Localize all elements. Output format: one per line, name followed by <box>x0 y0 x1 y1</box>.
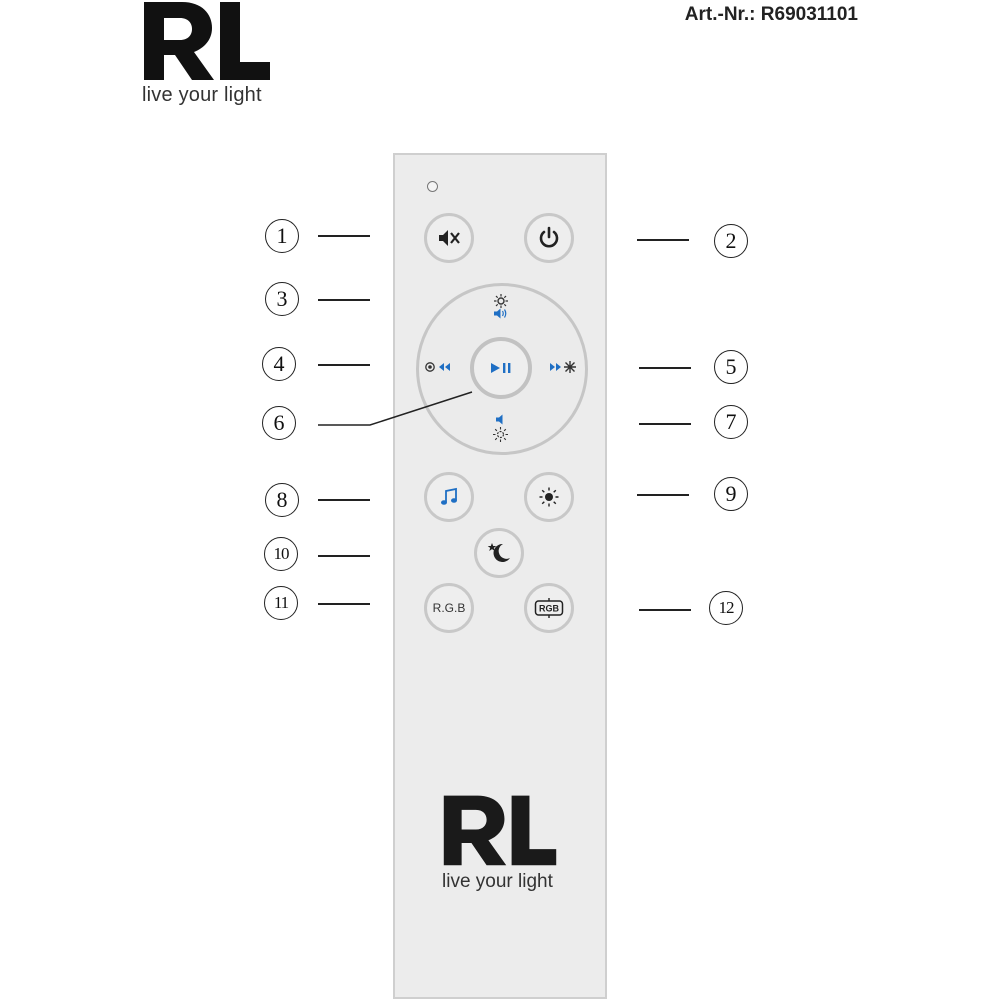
rgb-cycle-icon: RGB <box>534 598 564 618</box>
callout-2: 2 <box>714 224 748 258</box>
callout-7: 7 <box>714 405 748 439</box>
callout-1: 1 <box>265 219 299 253</box>
night-mode-button[interactable] <box>474 528 524 578</box>
mute-button[interactable] <box>424 213 474 263</box>
volume-up-icon[interactable] <box>494 308 508 319</box>
article-number: Art.-Nr.: R69031101 <box>684 4 858 25</box>
leader-line-7 <box>639 423 691 425</box>
callout-12: 12 <box>709 591 743 625</box>
play-pause-icon <box>491 363 511 373</box>
callout-8: 8 <box>265 483 299 517</box>
leader-line-4 <box>318 364 370 366</box>
brand-logo-top: live your light <box>142 0 282 110</box>
rgb-button-label: R.G.B <box>432 601 466 615</box>
rl-logo-mark-remote <box>443 795 557 866</box>
leader-line-5 <box>639 367 691 369</box>
indicator-led <box>427 181 438 192</box>
leader-line-10 <box>318 555 370 557</box>
brand-tagline: live your light <box>142 84 262 106</box>
play-pause-button[interactable] <box>470 337 532 399</box>
rl-logo-mark <box>144 2 270 80</box>
callout-3: 3 <box>265 282 299 316</box>
rgb-cycle-label: RGB <box>539 604 560 614</box>
rgb-cycle-button[interactable]: RGB <box>524 583 574 633</box>
callout-6: 6 <box>262 406 296 440</box>
power-button[interactable] <box>524 213 574 263</box>
music-note-icon <box>441 487 457 505</box>
callout-11: 11 <box>264 586 298 620</box>
leader-line-1 <box>318 235 370 237</box>
leader-line-9 <box>637 494 689 496</box>
brand-logo-remote: live your light <box>442 790 572 900</box>
callout-5: 5 <box>714 350 748 384</box>
callout-9: 9 <box>714 477 748 511</box>
rgb-button[interactable]: R.G.B <box>424 583 474 633</box>
remote-tagline: live your light <box>442 871 553 892</box>
fast-forward-icon[interactable] <box>549 360 577 374</box>
power-icon <box>539 226 559 248</box>
light-icon <box>539 487 559 507</box>
leader-line-2 <box>637 239 689 241</box>
leader-line-6 <box>318 391 473 426</box>
leader-line-12 <box>639 609 691 611</box>
light-button[interactable] <box>524 472 574 522</box>
callout-4: 4 <box>262 347 296 381</box>
sun-icon <box>494 294 508 308</box>
leader-line-11 <box>318 603 370 605</box>
moon-star-icon <box>487 543 510 562</box>
rewind-icon[interactable] <box>425 361 453 373</box>
speaker-mute-icon <box>439 230 460 246</box>
music-button[interactable] <box>424 472 474 522</box>
leader-line-8 <box>318 499 370 501</box>
dim-sun-icon <box>493 427 508 442</box>
volume-down-icon[interactable] <box>496 414 506 425</box>
callout-10: 10 <box>264 537 298 571</box>
leader-line-3 <box>318 299 370 301</box>
